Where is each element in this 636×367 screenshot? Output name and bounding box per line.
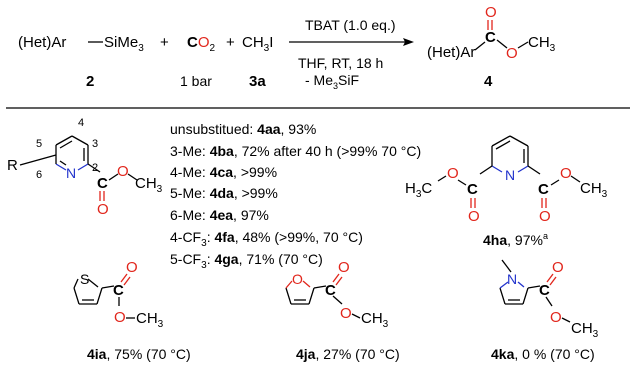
pyridine-ester-structure: N 4 3 2 5 6 R C O O CH3 — [7, 117, 163, 218]
diester-left-ester-o: O — [447, 165, 459, 182]
diester-right-methyl: CH3 — [580, 180, 608, 200]
reactant-aryl-text: (Het)Ar — [18, 34, 66, 51]
thiophene-carbonyl-o: O — [126, 259, 138, 276]
diester-right-carbonyl-o: O — [539, 208, 551, 225]
furan-ester-c: C — [325, 282, 336, 299]
mei-sub: 3 — [264, 43, 270, 54]
furan-carbonyl-o: O — [338, 259, 350, 276]
reactant-silyl-text: SiMe — [104, 34, 138, 51]
mei-label-3a: 3a — [249, 73, 266, 90]
plus-sign-1: + — [160, 34, 169, 51]
diester-right-c: C — [538, 181, 549, 198]
reagent-co2: CO2 1 bar — [180, 34, 216, 89]
svg-text:(Het)Ar: (Het)Ar — [18, 34, 66, 51]
reaction-arrow: TBAT (1.0 eq.) THF, RT, 18 h - Me3SiF — [289, 17, 414, 91]
result-row-7: 5-CF3: 4ga, 71% (70 °C) — [170, 251, 323, 271]
diester-4ha-structure: N C O O H3C C O O CH3 4ha, 97%a — [405, 135, 608, 248]
svg-text:CH3I: CH3I — [242, 34, 273, 54]
pyridine-pos5: 5 — [36, 138, 42, 150]
reactant-silyl-sub: 3 — [138, 43, 144, 54]
product-ester-4: (Het)Ar C O O CH3 4 — [427, 4, 556, 90]
diester-caption: 4ha, 97%a — [483, 231, 548, 248]
furan-4ja-structure: O C O O CH3 4ja, 27% (70 °C) — [285, 259, 400, 362]
thiophene-caption: 4ia, 75% (70 °C) — [87, 346, 191, 362]
furan-caption: 4ja, 27% (70 °C) — [296, 346, 400, 362]
mei-formula: CH — [242, 34, 264, 51]
pyrrole-4ka-structure: N C O O CH3 4ka, 0 % (70 °C) — [491, 259, 599, 362]
pyridine-ester-o: O — [117, 163, 129, 180]
pyridine-r-group: R — [7, 157, 18, 174]
product-carbonyl-o: O — [485, 4, 497, 21]
arrow-condition-solvent: THF, RT, 18 h — [298, 55, 383, 71]
substituent-yield-list: unsubstitued: 4aa, 93% 3-Me: 4ba, 72% af… — [170, 121, 421, 271]
pyrrole-carbonyl-o: O — [552, 259, 564, 276]
diester-n: N — [505, 167, 515, 183]
result-row-6: 4-CF3: 4fa, 48% (>99%, 70 °C) — [170, 229, 363, 249]
pyrrole-ester-o: O — [550, 309, 562, 326]
arrow-condition-top: TBAT (1.0 eq.) — [305, 17, 396, 33]
furan-ring-o: O — [292, 271, 303, 287]
thiophene-ester-o: O — [114, 309, 126, 326]
pyridine-ester-c: C — [97, 175, 108, 192]
reactant-arylsilane: (Het)Ar SiMe3 2 — [18, 34, 144, 90]
product-methyl: CH3 — [528, 34, 556, 54]
product-label-4: 4 — [484, 73, 493, 90]
thiophene-ester-c: C — [113, 282, 124, 299]
pyridine-pos3: 3 — [92, 138, 98, 150]
reactant-label-2: 2 — [86, 73, 94, 90]
reagent-methyl-iodide: CH3I 3a — [242, 34, 273, 90]
co2-sub: 2 — [210, 43, 216, 54]
pyridine-pos4: 4 — [78, 117, 84, 129]
result-row-2: 3-Me: 4ba, 72% after 40 h (>99% 70 °C) — [170, 143, 421, 159]
co2-pressure: 1 bar — [180, 73, 212, 89]
diester-left-carbonyl-o: O — [468, 208, 480, 225]
result-row-3: 4-Me: 4ca, >99% — [170, 164, 277, 180]
pyridine-carbonyl-o: O — [97, 201, 109, 218]
thiophene-methyl: CH3 — [136, 310, 164, 330]
plus-sign-2: + — [226, 34, 235, 51]
furan-ester-o: O — [340, 305, 352, 322]
co2-o: O — [198, 34, 210, 51]
pyrrole-caption: 4ka, 0 % (70 °C) — [491, 346, 595, 362]
co2-c: C — [187, 34, 198, 51]
product-ester-o: O — [506, 45, 518, 62]
result-row-5: 6-Me: 4ea, 97% — [170, 207, 269, 223]
mei-iodine: I — [269, 34, 273, 51]
product-aryl-text: (Het)Ar — [427, 44, 475, 61]
diester-left-methyl: H3C — [405, 180, 432, 200]
pyridine-n: N — [66, 165, 76, 181]
diester-right-ester-o: O — [560, 165, 572, 182]
svg-text:SiMe3: SiMe3 — [104, 34, 144, 54]
thiophene-4ia-structure: S C O O CH3 4ia, 75% (70 °C) — [73, 259, 191, 362]
diester-left-c: C — [467, 181, 478, 198]
thiophene-s: S — [80, 271, 89, 287]
pyrrole-ester-c: C — [539, 282, 550, 299]
result-row-4: 5-Me: 4da, >99% — [170, 185, 278, 201]
pyridine-methyl: CH3 — [135, 175, 163, 195]
furan-methyl: CH3 — [361, 310, 389, 330]
result-row-1: unsubstitued: 4aa, 93% — [170, 121, 316, 137]
pyrrole-methyl: CH3 — [571, 320, 599, 340]
svg-text:CO2: CO2 — [187, 34, 216, 54]
pyrrole-n: N — [507, 271, 517, 287]
pyridine-pos6: 6 — [36, 169, 42, 181]
arrow-condition-byproduct: - Me3SiF — [305, 72, 359, 91]
product-carbonyl-c: C — [485, 29, 496, 46]
